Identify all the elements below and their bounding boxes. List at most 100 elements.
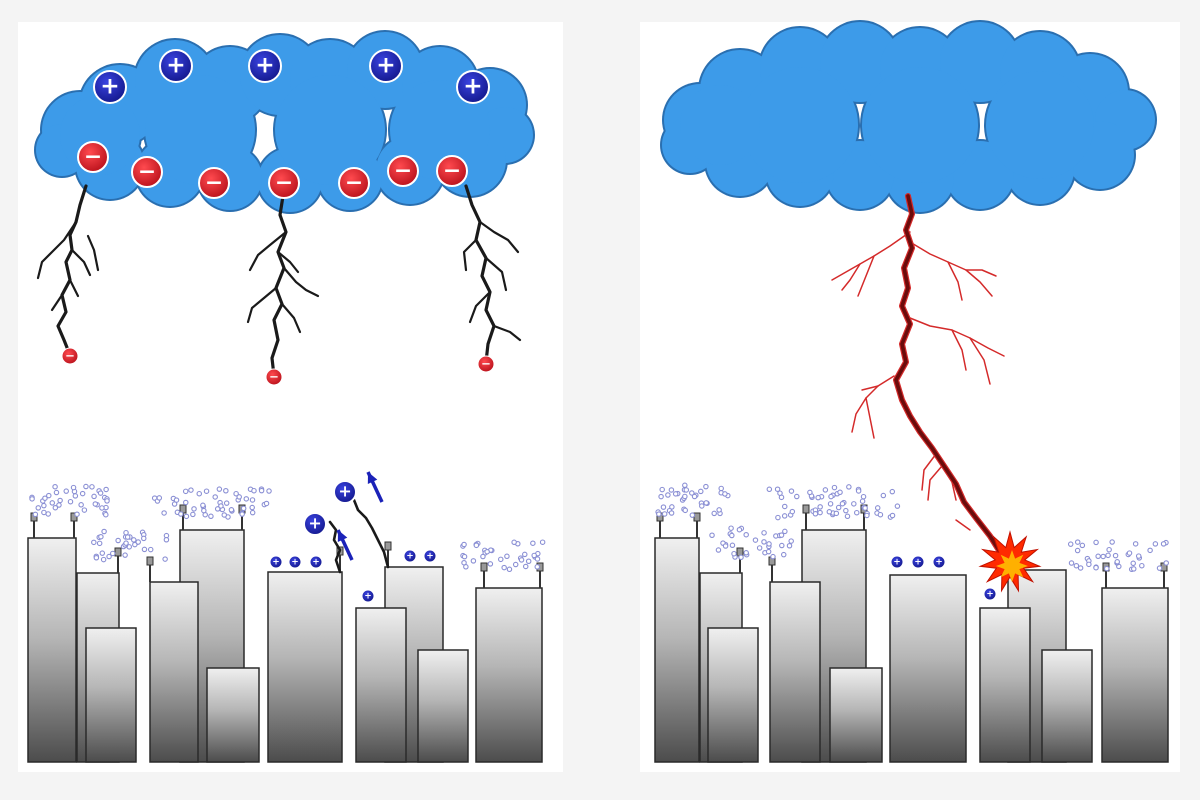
negative-charge: −	[198, 167, 230, 199]
lightning-branch	[927, 465, 943, 501]
building	[475, 587, 543, 763]
positive-charge: +	[248, 49, 282, 83]
svg-text:+: +	[272, 558, 279, 568]
positive-charge: +	[269, 555, 283, 569]
stepped-leader	[276, 250, 300, 274]
stepped-leader	[248, 230, 288, 272]
positive-charge: +	[159, 49, 193, 83]
svg-text:−: −	[275, 170, 293, 195]
building	[417, 649, 469, 763]
city-buildings-right: + + + +	[654, 482, 1169, 763]
stepped-leader	[468, 290, 492, 324]
building	[267, 571, 343, 763]
svg-text:+: +	[935, 558, 942, 568]
lightning-branch	[969, 337, 991, 385]
ion-cluster	[655, 482, 731, 518]
building	[979, 607, 1031, 763]
building	[769, 581, 821, 763]
svg-text:+: +	[364, 592, 371, 602]
upward-arrow	[336, 529, 354, 561]
antenna	[480, 562, 488, 588]
stepped-leader	[50, 293, 64, 312]
lightning-branch	[841, 263, 861, 291]
svg-text:−: −	[84, 144, 102, 169]
positive-charge: +	[423, 549, 437, 563]
negative-charge: −	[338, 167, 370, 199]
positive-charge: +	[288, 555, 302, 569]
lightning-bolt	[831, 193, 1005, 555]
lightning-branch	[861, 385, 879, 391]
negative-charge: −	[436, 155, 468, 187]
building	[1041, 649, 1093, 763]
lightning-branch	[857, 255, 875, 297]
positive-charge: +	[361, 589, 375, 603]
positive-charge: +	[309, 555, 323, 569]
building	[85, 627, 137, 763]
building	[27, 537, 77, 763]
negative-charge: −	[61, 347, 79, 365]
lightning-branch	[865, 397, 875, 439]
svg-text:−: −	[345, 170, 363, 195]
stepped-leader	[246, 286, 278, 324]
svg-text:+: +	[426, 552, 433, 562]
svg-text:−: −	[443, 158, 461, 183]
negative-charge: −	[77, 141, 109, 173]
building	[1101, 587, 1169, 763]
negative-charge: −	[477, 355, 495, 373]
svg-text:+: +	[100, 73, 119, 100]
svg-text:−: −	[138, 159, 156, 184]
building	[889, 574, 967, 763]
stepped-leader	[492, 324, 522, 342]
stepped-leader	[68, 278, 80, 298]
positive-charge: +	[890, 555, 904, 569]
svg-text:+: +	[406, 552, 413, 562]
negative-charge: −	[265, 368, 283, 386]
building	[149, 581, 199, 763]
negative-charge: −	[131, 156, 163, 188]
stepped-leader	[282, 266, 320, 298]
svg-text:+: +	[986, 590, 993, 600]
svg-text:−: −	[65, 348, 75, 362]
building	[829, 667, 883, 763]
svg-text:−: −	[269, 369, 279, 383]
stepped-leader	[462, 238, 478, 272]
stepped-leader	[36, 220, 78, 280]
cloud-charges: +++++−−−−−−−	[77, 49, 490, 199]
negative-charge: −	[387, 155, 419, 187]
strike-flash	[978, 530, 1042, 593]
positive-charge: +	[983, 587, 997, 601]
ion-cluster	[766, 484, 901, 521]
lightning-core	[894, 194, 1002, 554]
stepped-leader	[280, 302, 302, 334]
cloud-body	[662, 22, 1155, 212]
streamer	[328, 520, 342, 574]
discharged-cloud	[660, 20, 1157, 214]
svg-text:+: +	[338, 482, 351, 501]
positive-charge: +	[303, 512, 327, 536]
stepped-leader	[56, 184, 88, 357]
stepped-leader	[70, 248, 92, 277]
positive-charge: +	[911, 555, 925, 569]
svg-text:−: −	[481, 356, 491, 370]
lightning-branch	[909, 317, 1005, 357]
ion-cluster	[29, 483, 110, 518]
positive-charge: +	[369, 49, 403, 83]
positive-charge: +	[456, 70, 490, 104]
ion-cluster	[709, 525, 794, 561]
ion-cluster	[91, 528, 170, 563]
stepped-leader	[484, 256, 508, 292]
stepped-leader	[86, 234, 100, 272]
svg-text:+: +	[308, 514, 321, 533]
positive-charge: +	[932, 555, 946, 569]
antenna	[802, 504, 810, 530]
lightning-branch	[909, 241, 993, 297]
building	[654, 537, 700, 763]
svg-text:+: +	[166, 52, 185, 79]
lightning-branch	[947, 261, 963, 301]
svg-text:−: −	[205, 170, 223, 195]
flash-core	[996, 550, 1028, 582]
building	[707, 627, 759, 763]
svg-text:+: +	[376, 52, 395, 79]
